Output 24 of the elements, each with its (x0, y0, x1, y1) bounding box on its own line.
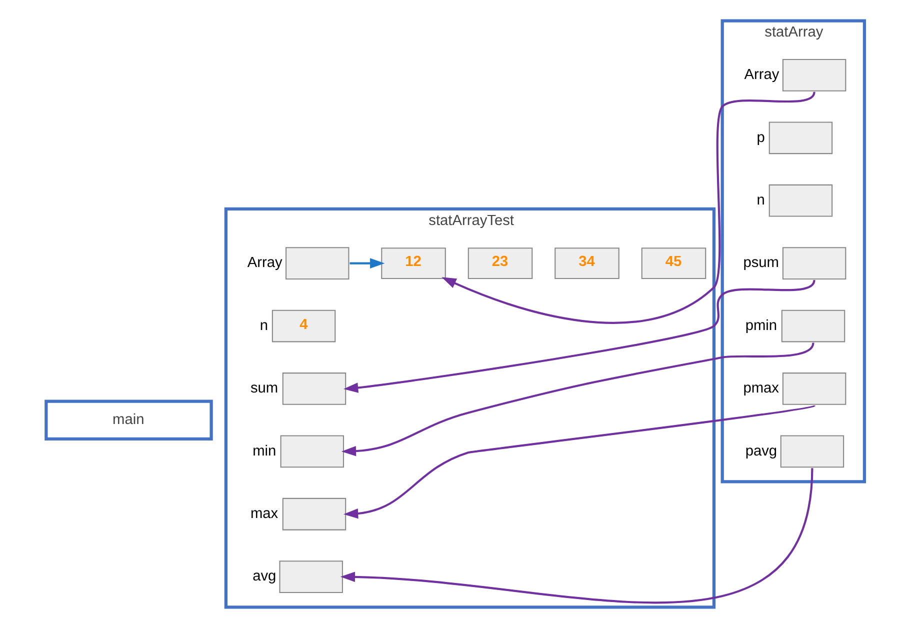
arrow (442, 91, 816, 324)
node-label: sum (250, 380, 278, 397)
arrow (343, 404, 815, 519)
node-label: n (756, 192, 765, 208)
node-box: main (44, 400, 213, 440)
node-label: max (250, 506, 278, 522)
arrow (350, 258, 385, 268)
node-label: min (252, 443, 276, 460)
node-label: pmax (743, 380, 779, 397)
node-label: Array (744, 67, 780, 84)
node-label: n (260, 318, 268, 334)
node-label: p (756, 130, 765, 146)
arrow (341, 342, 814, 456)
node-box: 12 (381, 248, 446, 279)
arrow (343, 280, 816, 393)
node-box: 23 (468, 248, 533, 279)
node-box: 34 (554, 248, 620, 279)
arrow (340, 468, 814, 604)
node-label: pavg (745, 443, 778, 460)
node-label: pmin (745, 318, 778, 334)
node-box: 45 (641, 248, 706, 279)
node-label: psum (743, 255, 779, 272)
node-label: avg (252, 568, 276, 585)
node-label: Array (247, 255, 282, 272)
